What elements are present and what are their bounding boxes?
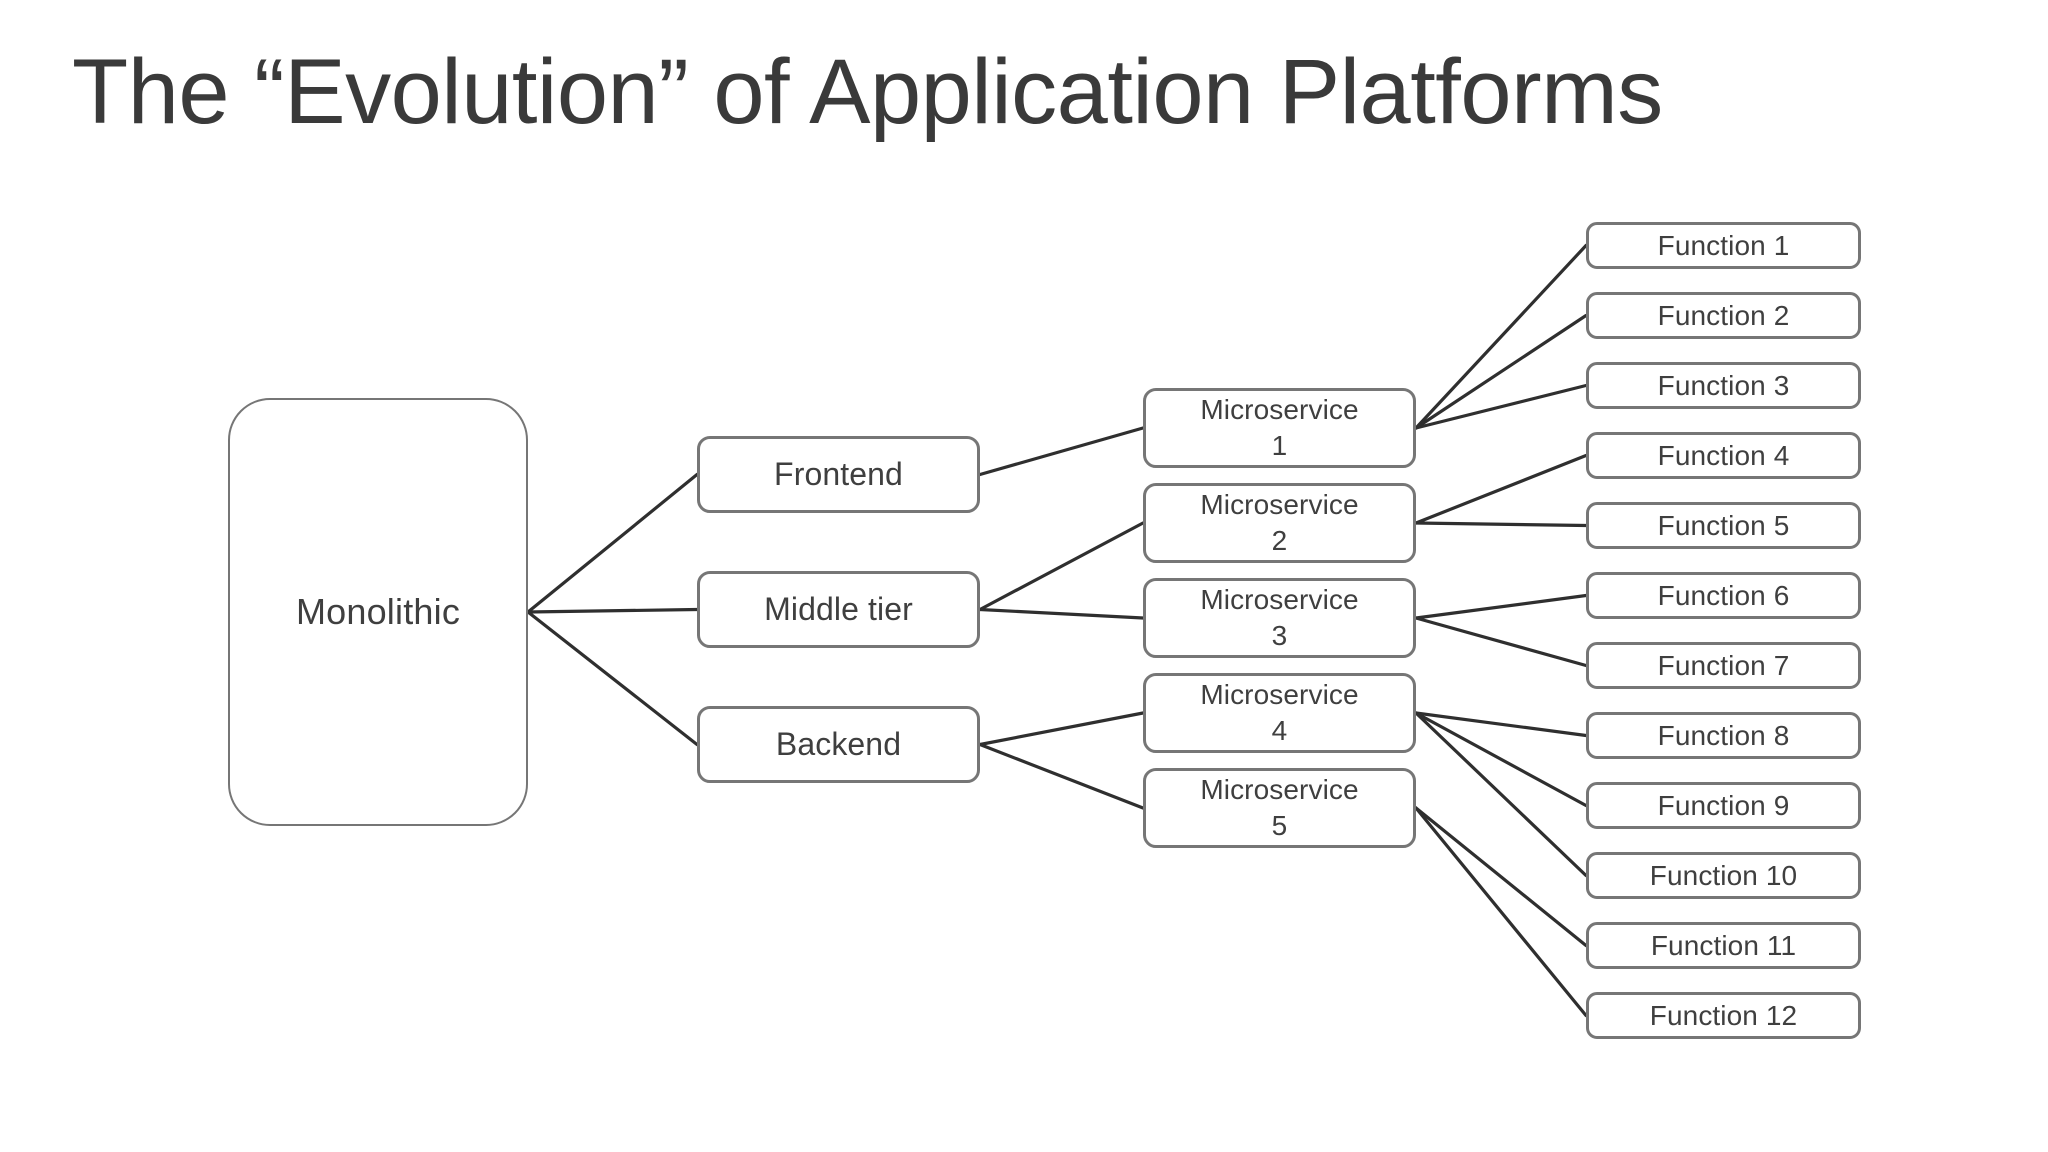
connector-tier-2-to-service-4 — [978, 742, 1145, 810]
node-tier-backend[interactable]: Backend — [697, 706, 980, 783]
connector-service-2-to-function-5 — [1414, 593, 1588, 620]
node-function-5[interactable]: Function 5 — [1586, 502, 1861, 549]
node-label: Microservice 3 — [1200, 582, 1358, 654]
connector-service-0-to-function-2 — [1414, 383, 1588, 430]
node-function-6[interactable]: Function 6 — [1586, 572, 1861, 619]
node-function-11[interactable]: Function 11 — [1586, 922, 1861, 969]
node-microservice-2[interactable]: Microservice 2 — [1143, 483, 1416, 563]
connector-service-0-to-function-0 — [1414, 243, 1588, 430]
node-label: Function 8 — [1657, 719, 1790, 751]
node-microservice-4[interactable]: Microservice 4 — [1143, 673, 1416, 753]
connector-tier-2-to-service-3 — [978, 711, 1145, 747]
connector-service-1-to-function-3 — [1414, 453, 1588, 525]
connector-service-4-to-function-11 — [1414, 806, 1588, 1018]
node-microservice-1[interactable]: Microservice 1 — [1143, 388, 1416, 468]
node-label: Function 1 — [1657, 229, 1790, 261]
node-label: Function 5 — [1657, 509, 1790, 541]
node-label: Function 3 — [1657, 369, 1790, 401]
node-label-line2: 3 — [1271, 620, 1288, 651]
connector-monolithic-to-tier-1 — [526, 607, 699, 614]
node-label: Backend — [775, 726, 902, 762]
node-label-line2: 4 — [1271, 715, 1288, 746]
connector-service-3-to-function-7 — [1414, 711, 1588, 738]
node-microservice-3[interactable]: Microservice 3 — [1143, 578, 1416, 658]
connector-service-2-to-function-6 — [1414, 616, 1588, 668]
node-label-line1: Microservice — [1200, 584, 1359, 616]
node-label: Function 11 — [1650, 929, 1797, 961]
node-label: Function 2 — [1657, 299, 1790, 331]
node-label: Function 9 — [1657, 789, 1790, 821]
node-label: Frontend — [774, 456, 903, 492]
node-label-line1: Microservice — [1200, 394, 1359, 426]
node-function-4[interactable]: Function 4 — [1586, 432, 1861, 479]
node-function-12[interactable]: Function 12 — [1586, 992, 1861, 1039]
node-label: Function 4 — [1657, 439, 1790, 471]
node-tier-middle-tier[interactable]: Middle tier — [697, 571, 980, 648]
page-title: The “Evolution” of Application Platforms — [72, 41, 1663, 143]
node-label-line2: 2 — [1271, 525, 1288, 556]
node-label: Microservice 4 — [1200, 677, 1358, 749]
node-monolithic[interactable]: Monolithic — [228, 398, 528, 826]
node-function-9[interactable]: Function 9 — [1586, 782, 1861, 829]
connector-service-3-to-function-8 — [1414, 711, 1588, 808]
node-label: Monolithic — [295, 591, 461, 632]
node-label: Microservice 1 — [1200, 392, 1358, 464]
node-label-line1: Microservice — [1200, 774, 1359, 806]
connector-tier-0-to-service-0 — [978, 426, 1145, 477]
node-label-line1: Microservice — [1200, 489, 1359, 521]
node-function-2[interactable]: Function 2 — [1586, 292, 1861, 339]
connector-service-4-to-function-10 — [1414, 806, 1588, 948]
node-label: Microservice 5 — [1200, 772, 1358, 844]
node-microservice-5[interactable]: Microservice 5 — [1143, 768, 1416, 848]
node-label: Middle tier — [764, 591, 913, 627]
connector-service-3-to-function-9 — [1414, 711, 1588, 878]
connector-service-0-to-function-1 — [1414, 313, 1588, 430]
node-function-8[interactable]: Function 8 — [1586, 712, 1861, 759]
node-label: Function 12 — [1649, 999, 1798, 1031]
node-function-1[interactable]: Function 1 — [1586, 222, 1861, 269]
connector-service-1-to-function-4 — [1414, 521, 1588, 528]
node-label: Function 10 — [1649, 859, 1798, 891]
node-label: Function 7 — [1657, 649, 1790, 681]
node-label: Microservice 2 — [1200, 487, 1358, 559]
connector-monolithic-to-tier-0 — [526, 472, 699, 614]
connector-tier-1-to-service-1 — [978, 521, 1145, 612]
node-label-line2: 1 — [1271, 430, 1288, 461]
node-label-line2: 5 — [1271, 810, 1288, 841]
node-tier-frontend[interactable]: Frontend — [697, 436, 980, 513]
node-label: Function 6 — [1657, 579, 1790, 611]
node-function-10[interactable]: Function 10 — [1586, 852, 1861, 899]
connector-monolithic-to-tier-2 — [526, 610, 699, 747]
node-function-3[interactable]: Function 3 — [1586, 362, 1861, 409]
node-function-7[interactable]: Function 7 — [1586, 642, 1861, 689]
connector-tier-1-to-service-2 — [978, 607, 1145, 620]
node-label-line1: Microservice — [1200, 679, 1359, 711]
